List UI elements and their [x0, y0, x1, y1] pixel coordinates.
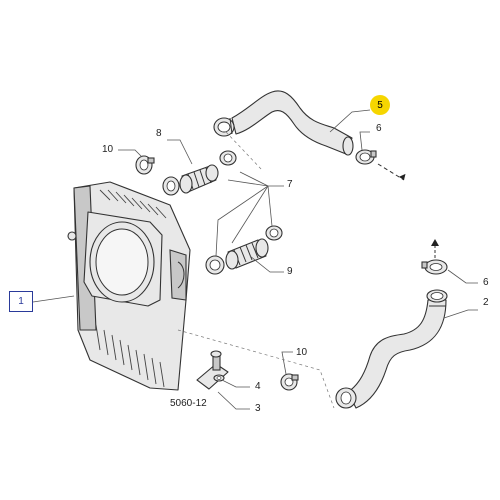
- callout-5-label: 5: [377, 99, 383, 111]
- callout-10-top-label: 10: [102, 144, 114, 155]
- intercooler: [67, 181, 191, 391]
- bracket-and-bolt: [196, 350, 229, 390]
- reference-code: 5060-12: [170, 398, 207, 409]
- flow-arrow-up-icon: [431, 239, 439, 258]
- callout-7-label: 7: [287, 179, 293, 190]
- rubber-sleeve-8: [162, 150, 237, 196]
- hose-clamp-6-upper: [355, 149, 377, 165]
- lower-hose-pipe: [335, 289, 448, 409]
- callout-leaders: [32, 109, 478, 410]
- flow-arrow-right-icon: [377, 163, 406, 181]
- callout-8-label: 8: [156, 128, 162, 139]
- callout-6-top-label: 6: [376, 123, 382, 134]
- callout-1-box: 1: [9, 291, 33, 312]
- rubber-sleeve-9: [205, 225, 283, 275]
- callout-9-label: 9: [287, 266, 293, 277]
- callout-1-label: 1: [18, 296, 24, 307]
- upper-intake-pipe: [213, 90, 354, 156]
- hose-clamp-10-lower: [280, 373, 299, 391]
- hose-clamp-10-upper: [135, 155, 155, 175]
- callout-2-label: 2: [483, 297, 489, 308]
- callout-6-right-label: 6: [483, 277, 489, 288]
- callout-4-label: 4: [255, 381, 261, 392]
- hose-clamp-6-lower: [421, 259, 448, 275]
- callout-10-bottom-label: 10: [296, 347, 308, 358]
- callout-5-highlight: 5: [370, 95, 390, 115]
- callout-3-label: 3: [255, 403, 261, 414]
